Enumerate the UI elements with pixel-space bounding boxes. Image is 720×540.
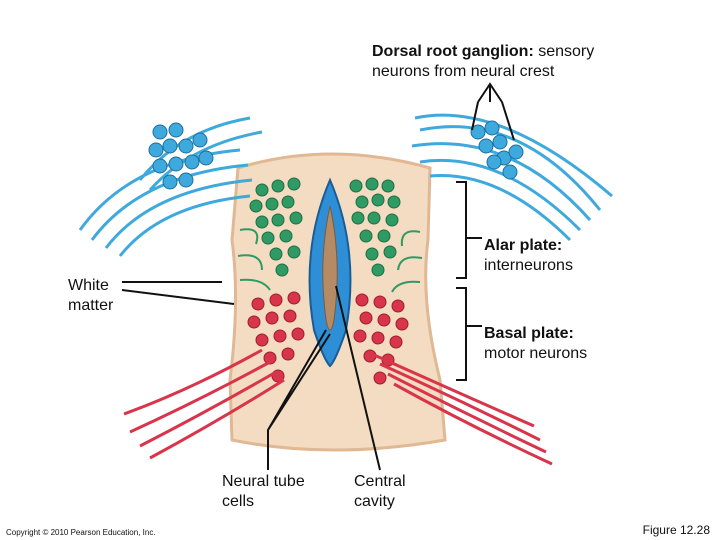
- dorsal-root-ganglion-right: [411, 113, 613, 242]
- central-cavity-label: Central cavity: [354, 472, 406, 512]
- white-matter-line1: White: [68, 277, 109, 294]
- white-matter-line2: matter: [68, 297, 114, 314]
- alar-title: Alar plate:: [484, 237, 563, 254]
- neural-tube-line1: Neural tube: [222, 473, 305, 490]
- dorsal-root-title: Dorsal root ganglion:: [372, 43, 534, 60]
- basal-plate-motor-neurons: [247, 291, 409, 385]
- basal-bracket: [456, 287, 482, 381]
- neural-tube-leader: [267, 329, 331, 470]
- basal-desc: motor neurons: [484, 345, 588, 362]
- dorsal-root-desc: sensory: [538, 43, 595, 60]
- interneuron-processes: [237, 228, 423, 293]
- dorsal-root-ganglion-label: Dorsal root ganglion: sensory neurons fr…: [372, 42, 594, 82]
- copyright-text: Copyright © 2010 Pearson Education, Inc.: [6, 528, 156, 537]
- alar-plate-label: Alar plate: interneurons: [484, 236, 573, 276]
- alar-desc: interneurons: [484, 257, 573, 274]
- basal-title: Basal plate:: [484, 325, 574, 342]
- central-cavity-leader: [335, 285, 381, 471]
- dorsal-root-ganglion-left: [78, 116, 263, 257]
- sensory-cell-bodies-right: [470, 120, 524, 180]
- dorsal-root-leader: [471, 82, 515, 141]
- alar-bracket: [456, 181, 482, 279]
- white-matter-leader: [121, 281, 235, 305]
- central-line1: Central: [354, 473, 406, 490]
- central-line2: cavity: [354, 493, 395, 510]
- dorsal-root-line2: neurons from neural crest: [372, 63, 555, 80]
- neural-tube-line2: cells: [222, 493, 255, 510]
- alar-plate-interneurons: [249, 177, 401, 277]
- figure-number: Figure 12.28: [642, 523, 710, 537]
- sensory-cell-bodies-left: [148, 122, 214, 190]
- leader-lines: [121, 82, 515, 471]
- motor-axons-left: [123, 348, 285, 460]
- basal-plate-label: Basal plate: motor neurons: [484, 324, 587, 364]
- motor-axons-right: [371, 352, 553, 466]
- white-matter-label: White matter: [68, 276, 113, 316]
- neural-tube-cells-label: Neural tube cells: [222, 472, 305, 512]
- central-cavity: [322, 205, 338, 331]
